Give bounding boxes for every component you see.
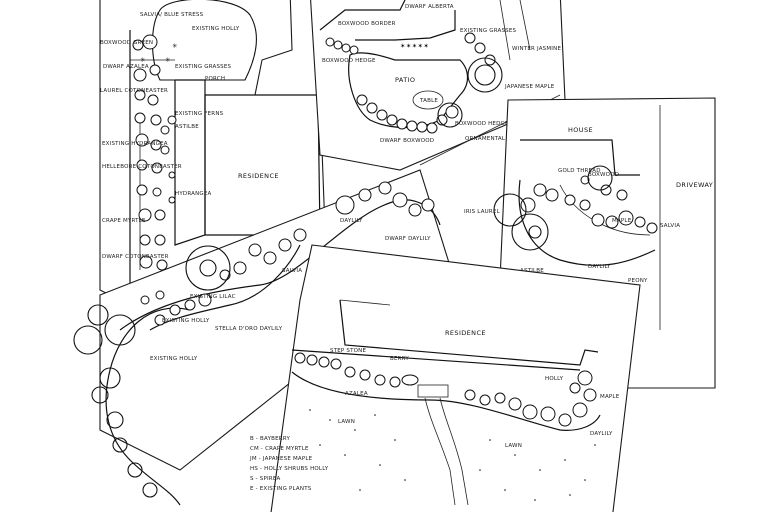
legend-item: HS - HOLLY SHRUBS HOLLY	[250, 466, 329, 472]
label-holly-bottom: HOLLY	[545, 376, 564, 382]
label-existing-grasses: EXISTING GRASSES	[175, 64, 232, 70]
label-dwarf-cotoneaster: DWARF COTONEASTER	[102, 254, 169, 260]
label-existing-ferns: EXISTING FERNS	[175, 111, 224, 117]
label-lawn-bottom: LAWN	[505, 443, 522, 449]
star-icon: ✳	[165, 56, 171, 64]
label-astilbe-right: ASTILBE	[520, 268, 544, 274]
label-porch: PORCH	[205, 76, 225, 82]
label-boxwood-green: BOXWOOD GREEN	[100, 40, 153, 46]
star-icon: ✳	[140, 56, 146, 64]
legend-item: CM - CRAPE MYRTLE	[250, 446, 309, 452]
label-salvia-blue-stress: SALVIA/ BLUE STRESS	[140, 12, 204, 18]
hedge-row-top-middle	[325, 32, 496, 134]
label-existing-hydrangea: EXISTING HYDRANGEA	[102, 141, 168, 147]
label-existing-lilac: EXISTING LILAC	[190, 294, 236, 300]
label-lawn-left: LAWN	[338, 419, 355, 425]
label-house: HOUSE	[568, 126, 593, 134]
label-existing-holly: EXISTING HOLLY	[192, 26, 240, 32]
label-azalea: AZALEA	[345, 391, 368, 397]
lawn-texture	[309, 409, 596, 501]
sheet-top-middle: ✶✶✶✶✶ BOXWOOD BORDER DWARF ALBERTA BOXWO…	[310, 0, 566, 171]
label-boxwood-hedge: BOXWOOD HEDGE	[322, 58, 376, 64]
label-gold-thread: GOLD THREAD	[558, 168, 601, 174]
label-iris-laurel: IRIS LAUREL	[464, 209, 501, 215]
label-boxwood-right: BOXWOOD	[588, 172, 619, 178]
star-icon: ✳	[172, 42, 178, 50]
sheet-bottom: RESIDENCE STEP STONE BERRY AZALEA HOLLY …	[249, 244, 641, 512]
label-salvia-mid: SALVIA	[282, 268, 302, 274]
plant-legend: B - BAYBERRY CM - CRAPE MYRTLE JM - JAPA…	[249, 436, 329, 492]
label-boxwood-hedge-2: BOXWOOD HEDGE	[455, 121, 509, 127]
label-residence: RESIDENCE	[238, 172, 279, 180]
label-step-stone: STEP STONE	[330, 348, 366, 354]
label-daylily-bottom: DAYLILY	[590, 431, 613, 437]
label-daylily-mid: DAYLILY	[340, 218, 363, 224]
legend-item: JM - JAPANESE MAPLE	[249, 456, 313, 462]
shrub-row-bottom	[294, 352, 597, 427]
label-maple-bottom: MAPLE	[600, 394, 620, 400]
label-berry: BERRY	[390, 356, 409, 362]
label-winter-jasmine: WINTER JASMINE	[512, 46, 561, 52]
shrub-row-right	[520, 175, 658, 234]
label-ornamental-grass: ORNAMENTAL GRASS	[465, 136, 527, 142]
label-laurel-cotoneaster: LAUREL COTONEASTER	[100, 88, 168, 94]
label-salvia-right: SALVIA	[660, 223, 680, 229]
label-boxwood-border: BOXWOOD BORDER	[338, 21, 396, 27]
label-residence-bottom: RESIDENCE	[445, 329, 486, 337]
star-icon: ✶✶✶✶✶	[400, 42, 429, 50]
label-existing-grasses-patio: EXISTING GRASSES	[460, 28, 517, 34]
label-dwarf-azalea: DWARF AZALEA	[103, 64, 149, 70]
legend-item: E - EXISTING PLANTS	[250, 486, 312, 492]
label-astilbe: ASTILBE	[175, 124, 199, 130]
legend-item: B - BAYBERRY	[250, 436, 290, 442]
label-existing-holly-mid-2: EXISTING HOLLY	[150, 356, 198, 362]
label-existing-holly-mid: EXISTING HOLLY	[162, 318, 210, 324]
label-crape-myrtle: CRAPE MYRTLE	[102, 218, 146, 224]
label-driveway: DRIVEWAY	[676, 181, 713, 189]
sheet-top-left: ✳ ✳ ✳ EXISTING HOLLY SALVIA/ BLUE STRESS…	[99, 0, 326, 301]
label-hydrangea: HYDRANGEA	[175, 191, 212, 197]
label-dwarf-boxwood: DWARF BOXWOOD	[380, 138, 434, 144]
label-japanese-maple: JAPANESE MAPLE	[504, 84, 555, 90]
legend-item: S - SPIREA	[250, 476, 280, 482]
label-dwarf-alberta: DWARF ALBERTA	[405, 4, 454, 10]
label-hellebore-cotoneaster: HELLEBORE COTONEASTER	[102, 164, 182, 170]
label-stella-doro: STELLA D'ORO DAYLILY	[215, 326, 283, 332]
shrub-column-top-left	[132, 34, 177, 271]
label-dwarf-daylily: DWARF DAYLILY	[385, 236, 431, 242]
label-table: TABLE	[419, 98, 438, 104]
label-daylily-right: DAYLILY	[588, 264, 611, 270]
label-peony: PEONY	[628, 278, 648, 284]
label-patio: PATIO	[395, 76, 415, 84]
label-maple-right: MAPLE	[612, 218, 632, 224]
